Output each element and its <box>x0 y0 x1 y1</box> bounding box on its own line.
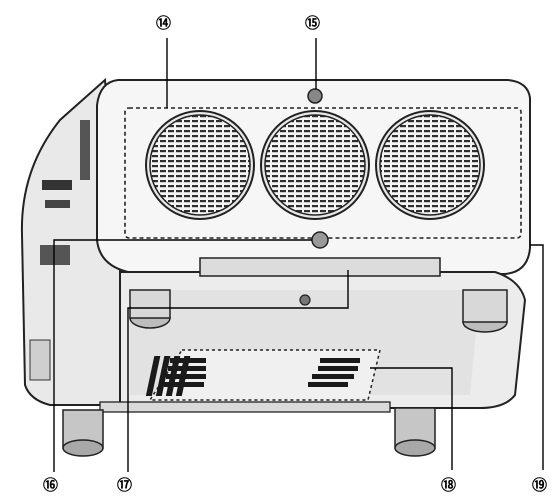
exhaust-vent <box>145 349 381 401</box>
callout-14: ⑭ <box>156 14 171 32</box>
mounting-hole-front <box>311 231 329 249</box>
front-rail <box>99 401 391 413</box>
foot-rear-right <box>462 289 508 333</box>
mounting-hole-top <box>307 88 323 104</box>
foot-front-left <box>62 409 104 457</box>
intake-grille-left <box>145 110 255 220</box>
callout-15: ⑮ <box>305 14 320 32</box>
callout-17: ⑰ <box>117 476 132 494</box>
intake-grille-center <box>260 110 370 220</box>
intake-grille-right <box>375 110 485 220</box>
foot-front-right <box>394 407 436 457</box>
leader-lines <box>53 38 544 472</box>
base-rail <box>199 257 441 277</box>
callout-19: ⑲ <box>532 476 547 494</box>
foot-rear-left <box>129 289 171 329</box>
callout-16: ⑯ <box>43 476 58 494</box>
callout-18: ⑱ <box>441 476 456 494</box>
mounting-hole-bottom <box>299 294 311 306</box>
